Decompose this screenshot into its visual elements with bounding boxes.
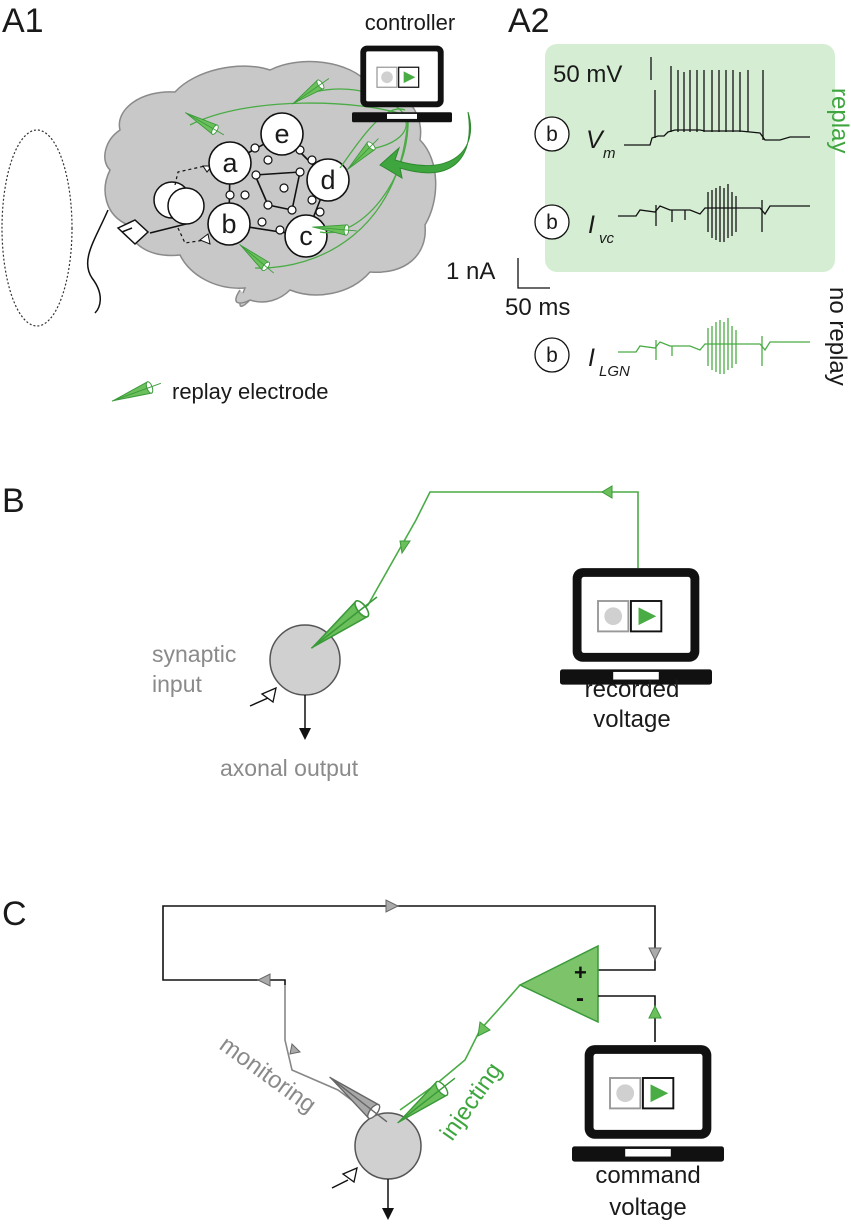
vm-symbol: V (586, 126, 605, 154)
visual-field (1, 129, 73, 327)
ilgn-symbol: I (588, 344, 595, 372)
c-axon-arrow-icon (382, 1208, 394, 1220)
ivc-trace-label: b I vc (534, 204, 615, 247)
b-synapse-line (249, 697, 269, 707)
c-synapse-line (331, 1179, 349, 1189)
scale-na-label: 1 nA (446, 258, 495, 285)
b-synaptic-label-2: input (152, 671, 202, 697)
b-synapse-icon (260, 686, 277, 704)
c-command-arrow-icon (648, 1004, 662, 1019)
b-recorded-label-1: recorded (585, 676, 680, 703)
c-command-label-2: voltage (609, 1194, 686, 1221)
ivc-subscript: vc (599, 230, 615, 247)
replay-label: replay (826, 88, 851, 153)
vm-trace-label: b V m (534, 116, 616, 162)
node-b-label: b (221, 209, 236, 239)
b-laptop-icon (560, 567, 712, 686)
node-a: a (208, 141, 252, 185)
controller-label: controller (365, 10, 455, 35)
node-a-label: a (222, 148, 238, 178)
lgn-nucleus (153, 181, 205, 225)
c-feedback-wire (162, 905, 656, 985)
legend-label: replay electrode (172, 379, 329, 404)
c-laptop-icon (572, 1044, 724, 1163)
c-command-label-1: command (595, 1162, 700, 1189)
legend-electrode-icon (109, 377, 164, 408)
node-d-label: d (320, 165, 335, 195)
lgn-projection-lower (177, 227, 206, 244)
synapse-icon (198, 233, 211, 245)
ilgn-bursts (655, 318, 763, 374)
b-wire-arrow-icon (399, 540, 411, 555)
vm-baseline (624, 129, 810, 146)
c-plus-label: + (574, 960, 587, 985)
ilgn-baseline (618, 341, 810, 353)
ivc-bursts (655, 184, 763, 242)
ilgn-trace-label: b I LGN (534, 337, 630, 380)
c-inject-arrow-icon (477, 1021, 491, 1037)
c-wire-arrow-icon (385, 899, 400, 913)
c-inject-wire (399, 984, 521, 1111)
no-replay-label: no replay (824, 287, 851, 386)
panel-label-a2: A2 (508, 2, 550, 40)
panel-label-a1: A1 (2, 2, 44, 40)
b-recorded-label-2: voltage (593, 706, 670, 733)
node-e: e (260, 112, 304, 156)
scale-mv-label: 50 mV (553, 61, 622, 88)
node-d: d (306, 158, 350, 202)
c-neuron (354, 1112, 422, 1180)
node-b: b (207, 202, 251, 246)
c-amplifier-icon (518, 944, 599, 1024)
network-junctions (225, 143, 325, 235)
ilgn-cell-label: b (546, 344, 558, 367)
node-e-label: e (274, 119, 289, 149)
b-axonal-label: axonal output (220, 755, 359, 781)
c-command-wire (598, 995, 656, 1042)
vm-spikes (654, 66, 764, 140)
node-c-label: c (299, 221, 313, 251)
c-monitor-wire (284, 985, 366, 1111)
b-axon-arrow-icon (299, 728, 311, 740)
eye-icon (86, 209, 150, 314)
b-synaptic-label-1: synaptic (152, 641, 236, 667)
node-c: c (284, 214, 328, 258)
ilgn-subscript: LGN (599, 363, 630, 380)
c-injecting-label: injecting (435, 1058, 508, 1146)
c-wire-arrow-icon (289, 1042, 302, 1055)
lgn-projection-upper (174, 165, 206, 186)
vm-subscript: m (603, 145, 616, 162)
ivc-baseline (618, 205, 810, 217)
c-minus-label: - (576, 985, 584, 1012)
ivc-cell-label: b (546, 211, 558, 234)
c-wire-arrow-icon (648, 947, 662, 962)
scale-ms-label: 50 ms (505, 294, 570, 321)
ivc-symbol: I (588, 211, 595, 239)
vm-cell-label: b (546, 123, 558, 146)
c-wire-arrow-icon (256, 973, 271, 987)
panel-label-b: B (2, 482, 25, 520)
replay-arrow-icon (379, 111, 472, 180)
optic-path (149, 223, 187, 234)
b-wire-arrow-icon (601, 485, 613, 499)
c-synapse-icon (341, 1166, 358, 1184)
scale-bar-na-ms (517, 258, 550, 289)
panel-label-c: C (2, 895, 27, 933)
